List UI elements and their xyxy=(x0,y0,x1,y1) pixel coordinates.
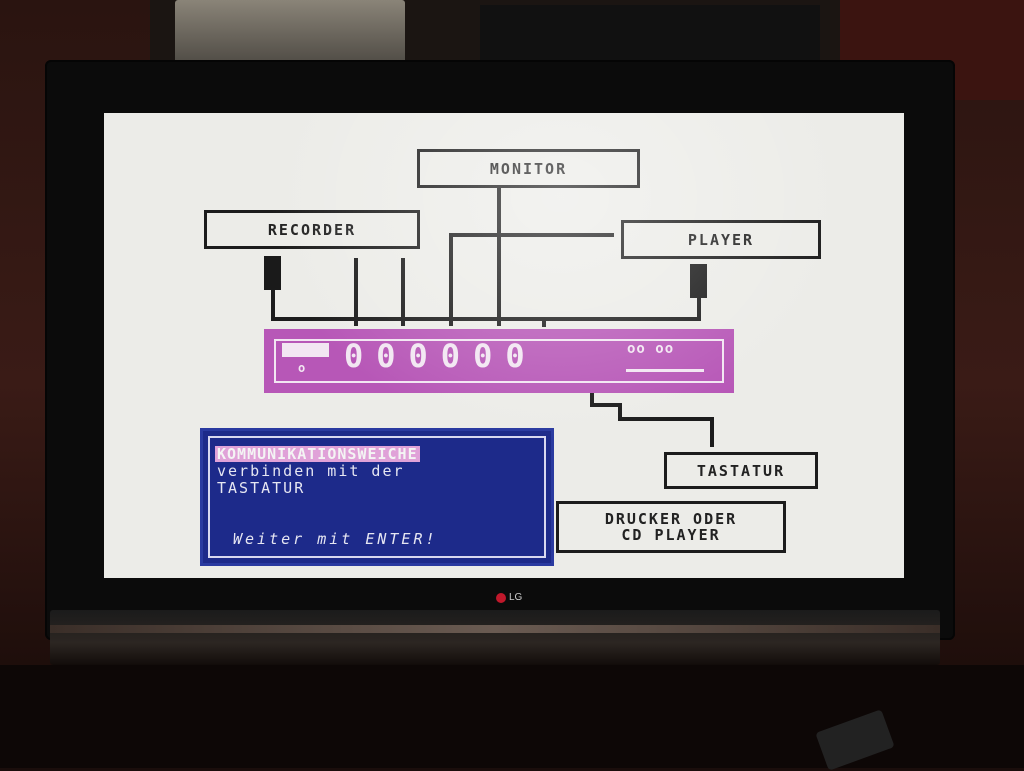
recorder-label: RECORDER xyxy=(267,220,357,239)
switch-digits: 000000 xyxy=(344,337,538,375)
switch-display-rect xyxy=(282,343,329,357)
message-title: KOMMUNIKATIONSWEICHE xyxy=(215,445,420,463)
wire-keyboard-5 xyxy=(710,417,714,447)
wire-keyboard-3 xyxy=(618,403,622,419)
switch-dots: oo oo xyxy=(627,341,675,357)
message-line-2: TASTATUR xyxy=(217,479,306,497)
drucker-box: DRUCKER ODER CD PLAYER xyxy=(556,501,786,553)
switch-frame xyxy=(274,339,724,383)
wire-player-v xyxy=(449,233,453,326)
tastatur-box: TASTATUR xyxy=(664,452,818,489)
tv-bottom-bar xyxy=(50,610,940,665)
wire-keyboard-1 xyxy=(590,393,594,405)
wire-bus-drop xyxy=(542,317,546,327)
tv-logo: LG xyxy=(496,592,522,603)
wire-recorder-port xyxy=(271,288,275,320)
monitor-box: MONITOR xyxy=(417,149,640,188)
player-box: PLAYER xyxy=(621,220,821,259)
recorder-port xyxy=(264,256,281,290)
drucker-label-line1: DRUCKER ODER xyxy=(604,510,738,528)
wire-recorder-2 xyxy=(401,258,405,326)
wire-player-port xyxy=(697,295,701,320)
shelf-device xyxy=(175,0,405,70)
switch-indicator: o xyxy=(298,361,306,375)
enter-prompt[interactable]: Weiter mit ENTER! xyxy=(233,530,438,548)
message-panel: KOMMUNIKATIONSWEICHE verbinden mit der T… xyxy=(200,428,554,566)
tastatur-label: TASTATUR xyxy=(696,461,786,480)
wire-monitor xyxy=(497,188,501,326)
wire-bus xyxy=(271,317,701,321)
communication-switch: o 000000 oo oo xyxy=(264,329,734,393)
recorder-box: RECORDER xyxy=(204,210,420,249)
wire-recorder-1 xyxy=(354,258,358,326)
tv-brand: LG xyxy=(509,592,523,603)
player-port xyxy=(690,264,707,298)
wire-player-h xyxy=(449,233,614,237)
switch-underline xyxy=(626,369,704,372)
player-label: PLAYER xyxy=(687,230,755,249)
tv-base-strip xyxy=(50,625,940,633)
drucker-label-line2: CD PLAYER xyxy=(621,526,721,544)
monitor-label: MONITOR xyxy=(489,159,568,178)
wire-keyboard-2 xyxy=(590,403,620,407)
message-line-1: verbinden mit der xyxy=(217,462,405,480)
lg-logo-icon xyxy=(496,592,506,603)
wire-keyboard-4 xyxy=(618,417,713,421)
message-frame xyxy=(208,436,546,558)
tv-screen: MONITOR RECORDER PLAYER TASTATUR DRUCKER… xyxy=(104,113,904,578)
